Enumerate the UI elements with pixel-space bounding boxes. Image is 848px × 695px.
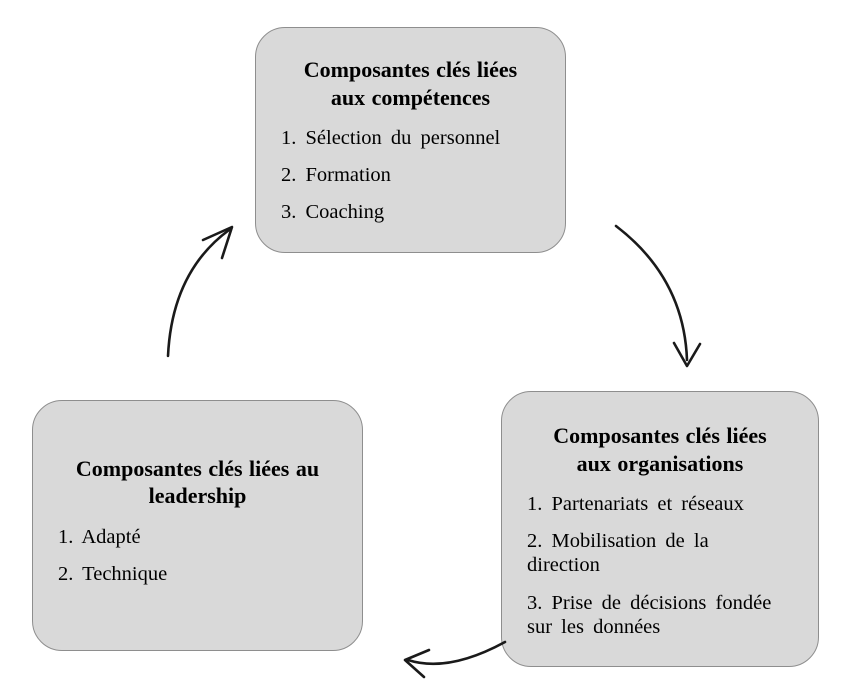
- title-line: Composantes clés liées: [303, 57, 518, 82]
- arrow-curve: [166, 228, 231, 358]
- box-leadership-title: Composantes clés liées au leadership: [48, 455, 347, 510]
- arrowhead-left-icon: [403, 648, 431, 679]
- title-line: aux compétences: [330, 84, 491, 110]
- arrowhead-up-icon: [201, 225, 234, 260]
- title-line: aux organisations: [576, 450, 744, 476]
- title-line: Composantes clés liées au: [75, 455, 320, 481]
- list-item: 2. Mobilisation de la direction: [527, 530, 709, 577]
- title-line: leadership: [148, 483, 247, 509]
- list-item: 2. Technique: [58, 563, 168, 585]
- list-item: 3. Coaching: [281, 201, 385, 224]
- list-item: 2. Formation: [281, 164, 391, 187]
- box-organisations-list: 1. Partenariats et réseaux 2. Mobilisati…: [517, 479, 803, 639]
- box-organisations-title: Composantes clés liées aux organisations: [517, 422, 803, 477]
- arrow-leadership-to-competences: [166, 225, 234, 358]
- list-item: 1. Sélection du personnel: [281, 127, 501, 149]
- box-competences-title: Composantes clés liées aux compétences: [271, 56, 550, 111]
- arrowhead-down-icon: [672, 341, 702, 368]
- list-item: 3. Prise de décisions fondée sur les don…: [527, 591, 772, 638]
- box-competences: Composantes clés liées aux compétences 1…: [255, 27, 566, 253]
- title-line: Composantes clés liées: [553, 423, 767, 448]
- arrow-curve: [614, 224, 689, 362]
- arrow-organisations-to-leadership: [403, 640, 507, 679]
- box-organisations: Composantes clés liées aux organisations…: [501, 391, 819, 667]
- list-item: 1. Partenariats et réseaux: [527, 493, 744, 515]
- box-leadership: Composantes clés liées au leadership 1. …: [32, 400, 363, 651]
- arrow-competences-to-organisations: [614, 224, 702, 368]
- box-competences-list: 1. Sélection du personnel 2. Formation 3…: [271, 113, 550, 225]
- arrow-curve: [406, 640, 507, 666]
- box-leadership-list: 1. Adapté 2. Technique: [48, 512, 347, 586]
- list-item: 1. Adapté: [58, 525, 141, 548]
